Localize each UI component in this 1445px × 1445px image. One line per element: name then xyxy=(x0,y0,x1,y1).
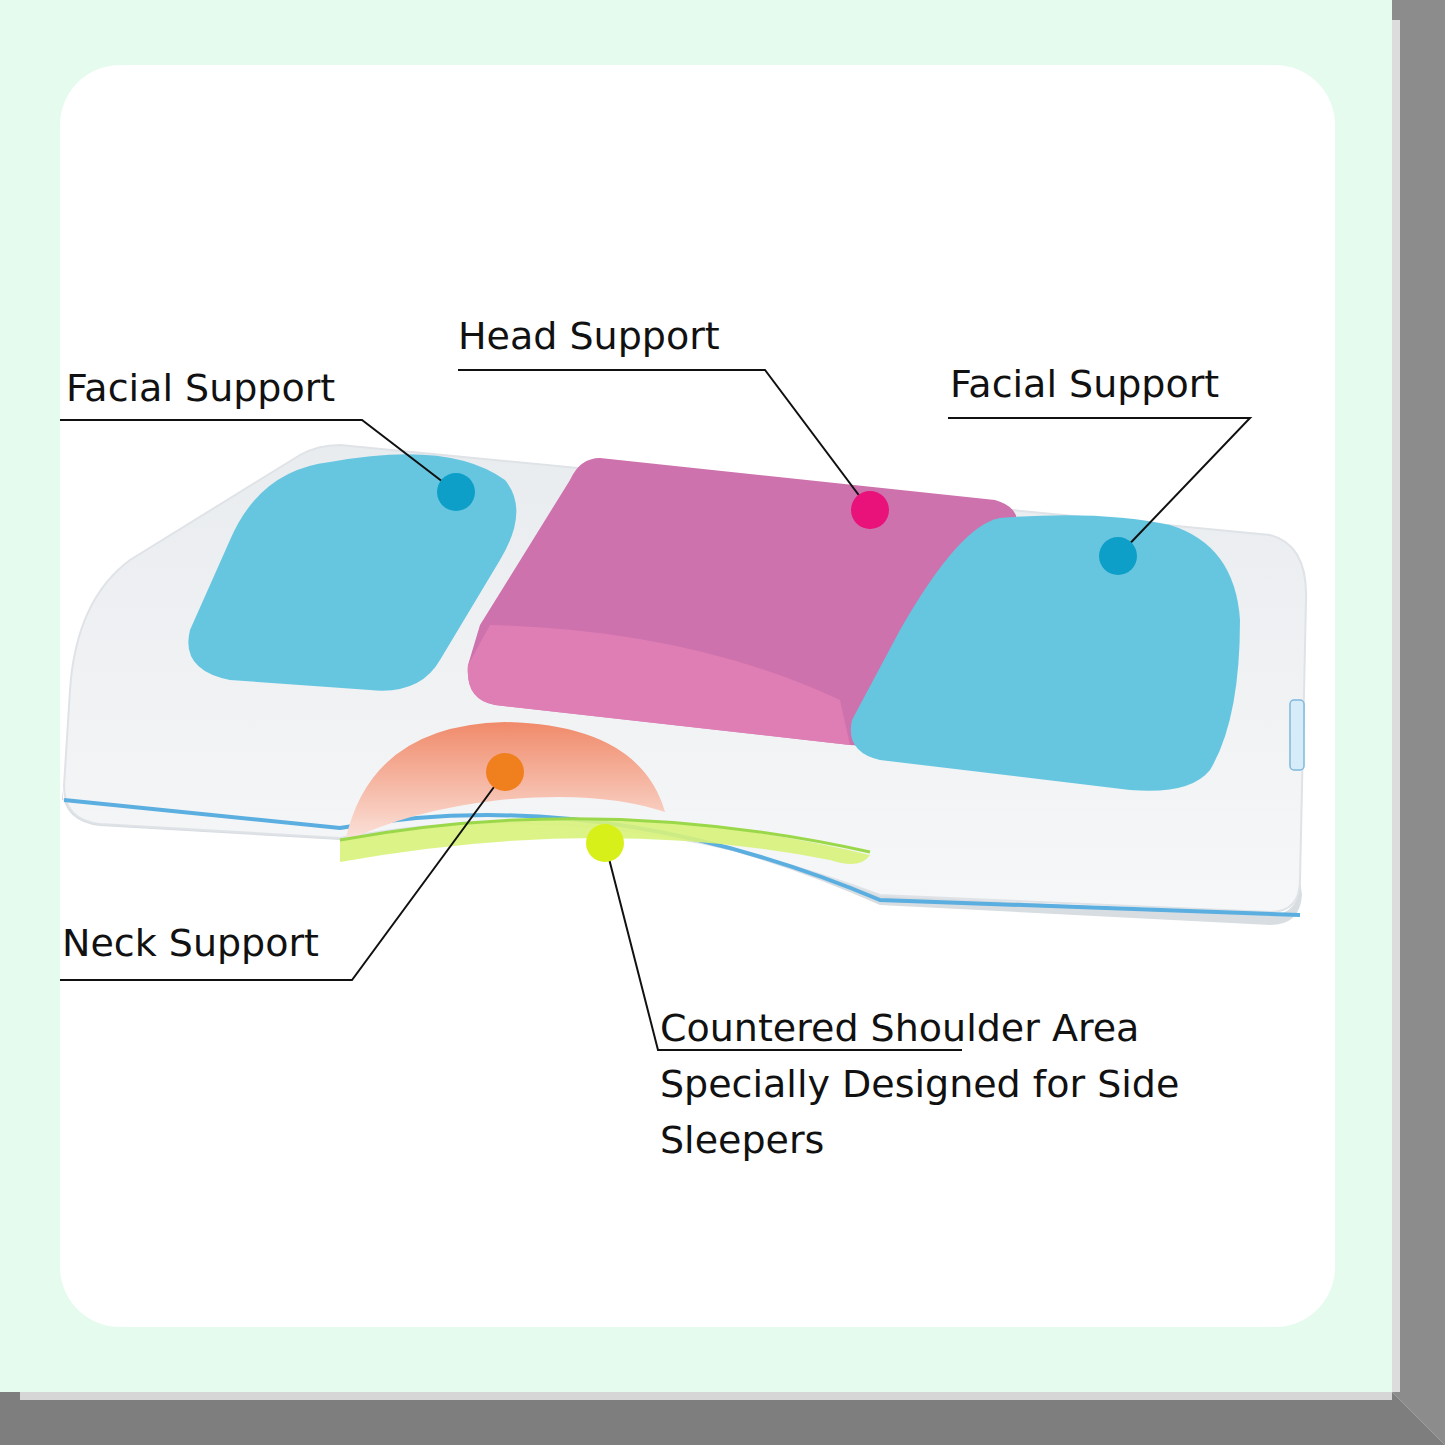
content-panel xyxy=(60,65,1335,1327)
callout-label: Head Support xyxy=(458,308,858,364)
callout-dot xyxy=(851,491,889,529)
frame-bevel-bottom xyxy=(0,1392,1445,1445)
callout-dot xyxy=(486,753,524,791)
leader-line xyxy=(60,772,505,980)
pillow-body xyxy=(64,445,1306,912)
callout-label: Facial Support xyxy=(66,360,466,416)
callout-label: Neck Support xyxy=(62,915,442,971)
facial-support-right-region xyxy=(851,515,1240,791)
frame-bevel-right xyxy=(1392,0,1445,1445)
leader-line xyxy=(60,420,456,492)
callout-label: Facial Support xyxy=(950,356,1350,412)
leader-line xyxy=(458,370,870,510)
frame-bevel-light xyxy=(1392,20,1400,1392)
pillow-tag xyxy=(1290,700,1304,770)
frame-bevel-light xyxy=(20,1392,1392,1400)
facial-support-left-region xyxy=(188,454,516,690)
callout-label: Countered Shoulder Area Specially Design… xyxy=(660,1000,1230,1168)
shoulder-area-region xyxy=(340,818,870,864)
pillow-piping xyxy=(64,800,1300,915)
callout-dot xyxy=(586,824,624,862)
callout-dot xyxy=(1099,537,1137,575)
leader-line xyxy=(948,418,1250,556)
callout-dot xyxy=(437,473,475,511)
